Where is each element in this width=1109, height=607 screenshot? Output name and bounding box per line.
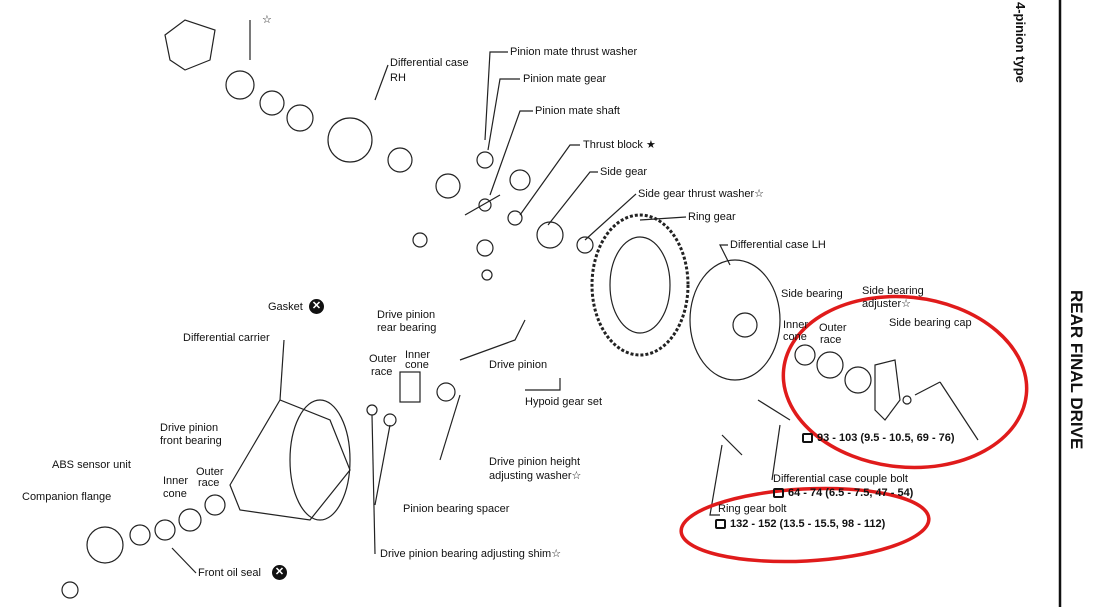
label: Pinion bearing spacer <box>403 503 510 515</box>
label-star: ☆ <box>262 14 272 26</box>
torque-wrench-icon <box>773 488 784 498</box>
label: Drive pinion height <box>489 456 581 468</box>
part-cap <box>164 19 216 71</box>
label: Drive pinion bearing adjusting shim☆ <box>380 548 562 560</box>
label: adjusting washer☆ <box>489 470 582 482</box>
label: Side gear <box>600 166 648 178</box>
label: Side bearing cap <box>889 317 972 329</box>
label: Companion flange <box>22 491 112 503</box>
torque-couple-bolt: 64 - 74 (6.5 - 7.5, 47 - 54) <box>773 487 913 499</box>
label: Front oil seal <box>198 567 261 579</box>
part-bearing <box>225 70 255 100</box>
part-companion-flange <box>86 526 124 564</box>
label: ABS sensor unit <box>52 459 131 471</box>
torque-value: 64 - 74 (6.5 - 7.5, 47 - 54) <box>788 487 914 499</box>
part-couple-bolt <box>757 399 791 421</box>
part-side-bearing-cap <box>874 359 901 421</box>
label: Inner <box>163 475 189 487</box>
label: cone <box>783 331 807 343</box>
highlight-ellipse-ring-gear-bolt <box>679 486 931 564</box>
label: Differential carrier <box>183 332 270 344</box>
torque-wrench-icon <box>802 433 813 443</box>
part-ring-gear <box>590 213 690 357</box>
part-drive-pinion <box>459 319 526 361</box>
label: Ring gear bolt <box>718 503 787 515</box>
part-ring-gear-bolt <box>721 434 743 456</box>
torque-ring-gear-bolt: 132 - 152 (13.5 - 15.5, 98 - 112) <box>715 518 885 530</box>
label: Pinion mate thrust washer <box>510 46 638 58</box>
label: race <box>198 477 220 489</box>
subtitle: 4-pinion type <box>1013 2 1028 83</box>
part-adjuster <box>844 366 872 394</box>
label: rear bearing <box>377 322 437 334</box>
section-title: REAR FINAL DRIVE <box>1067 290 1086 450</box>
label: Outer <box>196 466 224 478</box>
label: front bearing <box>160 435 222 447</box>
label: cone <box>405 359 429 371</box>
label: RH <box>390 72 406 84</box>
label: Side bearing <box>781 288 843 300</box>
label: Inner <box>783 319 809 331</box>
part-diff-case-rh <box>327 117 373 163</box>
label: Differential case LH <box>730 239 826 251</box>
replace-icon: ✕ <box>272 565 287 580</box>
torque-value: 93 - 103 (9.5 - 10.5, 69 - 76) <box>817 432 955 444</box>
label: Pinion mate shaft <box>535 105 620 117</box>
part-outer-race <box>816 351 844 379</box>
label: Side gear thrust washer☆ <box>638 188 765 200</box>
label: Pinion mate gear <box>523 73 607 85</box>
label: Drive pinion <box>489 359 548 371</box>
label: Ring gear <box>688 211 736 223</box>
label: Side bearing <box>862 285 924 297</box>
label: Drive pinion <box>377 309 436 321</box>
label: Hypoid gear set <box>525 396 603 408</box>
label: race <box>371 366 393 378</box>
torque-wrench-icon <box>715 519 726 529</box>
label: Outer <box>819 322 847 334</box>
label: Thrust block ★ <box>583 139 656 151</box>
label: Inner <box>405 349 431 361</box>
torque-value: 132 - 152 (13.5 - 15.5, 98 - 112) <box>730 518 886 530</box>
label: adjuster☆ <box>862 298 911 310</box>
label: Outer <box>369 353 397 365</box>
label: Differential case couple bolt <box>773 473 908 485</box>
label: cone <box>163 488 187 500</box>
label: Differential case <box>390 57 469 69</box>
part-pinion-gear <box>435 173 461 199</box>
label: Drive pinion <box>160 422 219 434</box>
highlight-ellipse-side-bearing <box>781 294 1029 470</box>
replace-icon: ✕ <box>309 299 324 314</box>
torque-side-bearing-cap: 93 - 103 (9.5 - 10.5, 69 - 76) <box>802 432 955 444</box>
label: race <box>820 334 842 346</box>
part-diff-case-lh <box>689 259 781 381</box>
label: Gasket <box>268 301 303 313</box>
